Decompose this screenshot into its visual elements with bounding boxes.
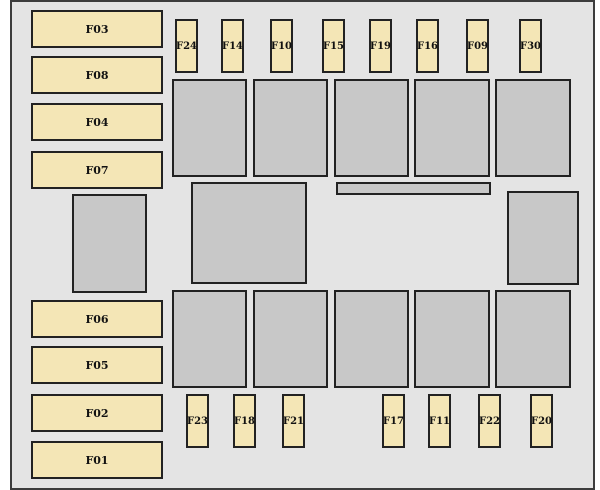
fuse-f07[interactable]: F07 <box>31 151 163 189</box>
relay-top-4 <box>414 79 490 177</box>
fuse-f05[interactable]: F05 <box>31 346 163 384</box>
relay-bottom-1 <box>172 290 247 388</box>
relay-bottom-5 <box>495 290 571 388</box>
relay-center-large <box>191 182 307 284</box>
relay-top-1 <box>172 79 247 177</box>
fuse-f20[interactable]: F20 <box>530 394 553 448</box>
connector-strip <box>336 182 491 195</box>
fuse-f09[interactable]: F09 <box>466 19 489 73</box>
fuse-f02[interactable]: F02 <box>31 394 163 432</box>
fuse-f14[interactable]: F14 <box>221 19 244 73</box>
fuse-f06[interactable]: F06 <box>31 300 163 338</box>
relay-left-middle <box>72 194 147 293</box>
fuse-f16[interactable]: F16 <box>416 19 439 73</box>
fuse-f21[interactable]: F21 <box>282 394 305 448</box>
fuse-f23[interactable]: F23 <box>186 394 209 448</box>
fuse-f11[interactable]: F11 <box>428 394 451 448</box>
relay-top-2 <box>253 79 328 177</box>
fuse-f30[interactable]: F30 <box>519 19 542 73</box>
fuse-f15[interactable]: F15 <box>322 19 345 73</box>
fuse-f04[interactable]: F04 <box>31 103 163 141</box>
relay-top-3 <box>334 79 409 177</box>
relay-bottom-3 <box>334 290 409 388</box>
fuse-f19[interactable]: F19 <box>369 19 392 73</box>
relay-right-middle <box>507 191 579 285</box>
fuse-box-board: F03 F08 F04 F07 F06 F05 F02 F01 F24 F14 … <box>10 0 595 490</box>
fuse-f17[interactable]: F17 <box>382 394 405 448</box>
relay-bottom-2 <box>253 290 328 388</box>
relay-top-5 <box>495 79 571 177</box>
fuse-f22[interactable]: F22 <box>478 394 501 448</box>
fuse-f08[interactable]: F08 <box>31 56 163 94</box>
fuse-f24[interactable]: F24 <box>175 19 198 73</box>
fuse-f03[interactable]: F03 <box>31 10 163 48</box>
fuse-f01[interactable]: F01 <box>31 441 163 479</box>
fuse-f18[interactable]: F18 <box>233 394 256 448</box>
relay-bottom-4 <box>414 290 490 388</box>
fuse-f10[interactable]: F10 <box>270 19 293 73</box>
